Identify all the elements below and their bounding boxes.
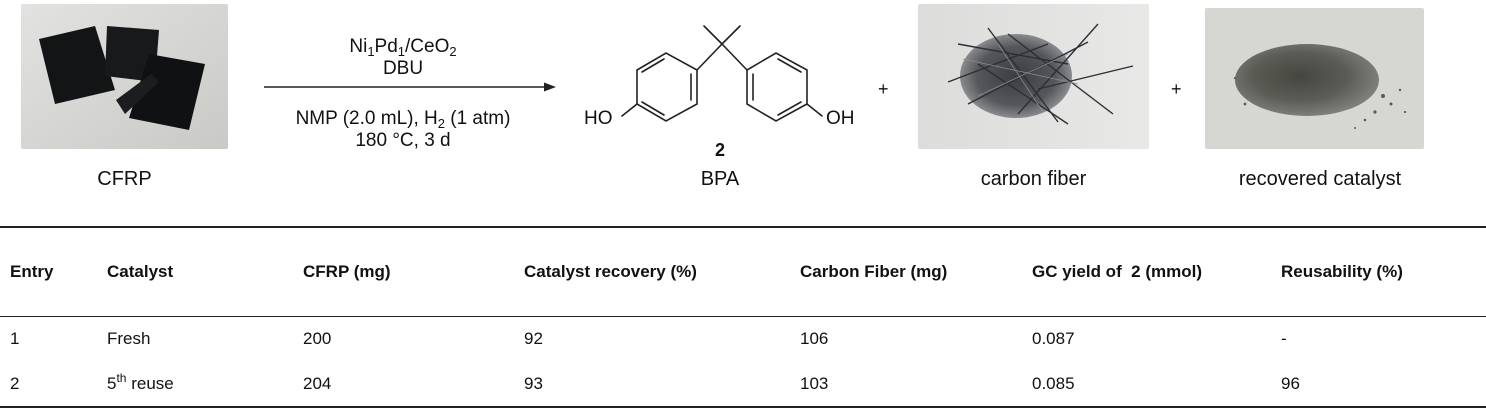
cell-reuse: 96 [1271,361,1486,408]
table-header-row: Entry Catalyst CFRP (mg) Catalyst recove… [0,226,1486,317]
base-reagent: DBU [382,58,424,79]
header-gc-yield: GC yield of 2 (mmol) [1022,226,1271,317]
catalyst-formula: Ni1Pd1/CeO2 [349,36,457,59]
reaction-arrow [264,82,556,92]
header-carbon-fiber: Carbon Fiber (mg) [790,226,1022,317]
cell-fiber: 103 [790,361,1022,408]
header-cfrp: CFRP (mg) [293,226,514,317]
table-row: 2 5th reuse 204 93 103 0.085 96 [0,361,1486,408]
table-row: 1 Fresh 200 92 106 0.087 - [0,317,1486,362]
conditions-above-arrow: Ni1Pd1/CeO2 DBU [268,36,538,80]
cell-yield: 0.087 [1032,329,1075,348]
carbon-fiber-illustration [918,4,1149,149]
cell-reuse: - [1281,329,1287,348]
solvent-gas: NMP (2.0 mL), H2 (1 atm) [295,108,511,131]
carbon-fiber-label: carbon fiber [980,168,1087,190]
cell-cfrp: 200 [303,329,332,348]
bpa-label: BPA [700,168,740,190]
recovered-catalyst-photo [1205,8,1424,149]
cfrp-photo [21,4,228,149]
catalyst-powder-illustration [1205,8,1424,149]
cfrp-sheets-illustration [21,4,228,149]
header-entry: Entry [0,226,97,317]
temperature-time: 180 °C, 3 d [355,130,451,151]
header-catalyst: Catalyst [97,226,293,317]
cell-recovery: 93 [514,361,790,408]
ho-label: HO [584,108,613,129]
cell-yield: 0.085 [1022,361,1271,408]
recovered-catalyst-label: recovered catalyst [1238,168,1402,190]
cell-catalyst: Fresh [107,329,151,348]
cell-cfrp: 204 [293,361,514,408]
cell-recovery: 92 [524,329,543,348]
header-reusability: Reusability (%) [1271,226,1486,317]
cell-catalyst: 5th reuse [97,361,293,408]
carbon-fiber-photo [918,4,1149,149]
conditions-below-arrow: NMP (2.0 mL), H2 (1 atm) 180 °C, 3 d [258,108,548,152]
plus-sign-2: + [1171,79,1182,99]
cfrp-label: CFRP [97,168,152,190]
header-catalyst-recovery: Catalyst recovery (%) [514,226,790,317]
oh-label: OH [826,108,855,129]
cell-fiber: 106 [800,329,829,348]
bpa-structure [621,25,823,122]
cell-entry: 1 [10,329,20,348]
compound-number: 2 [714,140,725,160]
plus-sign-1: + [878,79,889,99]
cell-entry: 2 [0,361,97,408]
results-table: Entry Catalyst CFRP (mg) Catalyst recove… [0,226,1486,408]
